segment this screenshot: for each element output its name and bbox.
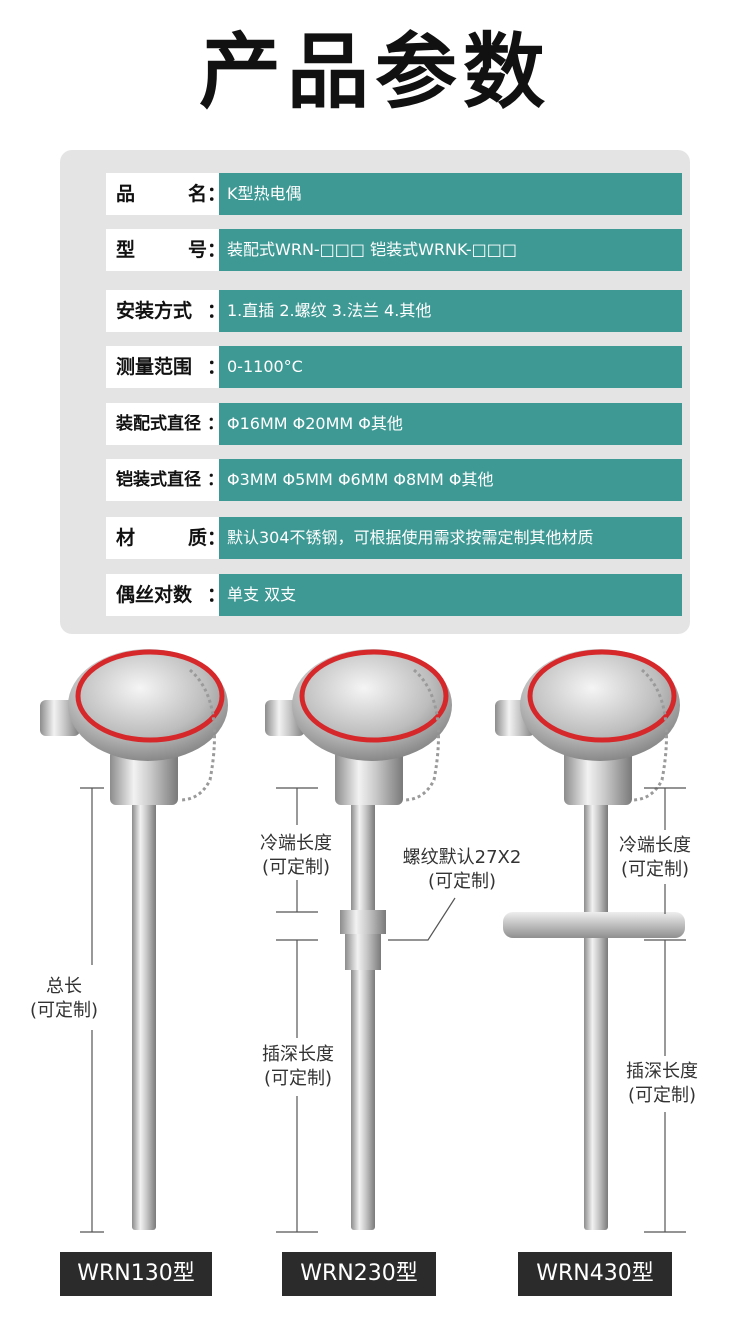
bead-chain <box>631 668 668 802</box>
probe-tube <box>584 790 608 1230</box>
spec-value: 默认304不锈钢，可根据使用需求按需定制其他材质 <box>219 517 682 559</box>
dimension-lines <box>80 787 686 1233</box>
spec-row-armored-diameter: 铠装式直径： Φ3MM Φ5MM Φ6MM Φ8MM Φ其他 <box>106 459 682 501</box>
cold-end-length-label-3: 冷端长度 (可定制) <box>608 834 702 882</box>
thermocouple-wrn430 <box>495 649 685 1230</box>
spec-row-material: 材质： 默认304不锈钢，可根据使用需求按需定制其他材质 <box>106 517 682 559</box>
label-char: 品 <box>116 183 136 205</box>
red-seal-ring <box>527 649 677 743</box>
insertion-depth-label: 插深长度 (可定制) <box>250 1043 346 1091</box>
spec-label: 型号 <box>116 229 207 271</box>
spec-label: 测量范围 <box>116 356 193 378</box>
spec-label: 装配式直径 <box>116 414 201 434</box>
spec-value: 1.直插 2.螺纹 3.法兰 4.其他 <box>219 290 682 332</box>
label-char: 名 <box>187 183 207 205</box>
cold-end-length-label: 冷端长度 (可定制) <box>248 832 344 880</box>
red-seal-ring <box>299 649 449 743</box>
probe-tube <box>351 790 375 1230</box>
spec-row-range: 测量范围： 0-1100°C <box>106 346 682 388</box>
bead-chain <box>179 668 216 802</box>
red-seal-ring <box>75 649 225 743</box>
thread-section <box>345 934 381 970</box>
spec-panel: 品名： K型热电偶 型号： 装配式WRN-□□□ 铠装式WRNK-□□□ 安装方… <box>60 150 690 634</box>
dim-label-text: 冷端长度 <box>260 833 332 854</box>
spec-value: 单支 双支 <box>219 574 682 616</box>
thermocouple-wrn230 <box>265 649 452 1230</box>
thread-default-label: 螺纹默认27X2 (可定制) <box>392 846 532 894</box>
spec-label: 铠装式直径 <box>116 470 201 490</box>
hex-nut <box>340 910 386 934</box>
label-char: 材 <box>116 527 136 549</box>
model-tag-wrn430: WRN430型 <box>518 1252 672 1296</box>
spec-value: 装配式WRN-□□□ 铠装式WRNK-□□□ <box>219 229 682 271</box>
dim-label-note: (可定制) <box>620 859 690 880</box>
spec-value: K型热电偶 <box>219 173 682 215</box>
spec-row-model: 型号： 装配式WRN-□□□ 铠装式WRNK-□□□ <box>106 229 682 271</box>
dim-label-note: (可定制) <box>627 1085 697 1106</box>
thermocouple-wrn130 <box>40 649 228 1230</box>
label-char: 质 <box>187 527 207 549</box>
bead-chain <box>403 668 440 802</box>
insertion-depth-label-3: 插深长度 (可定制) <box>614 1060 710 1108</box>
dim-label-text: 螺纹默认27X2 <box>402 847 522 868</box>
probe-tube <box>132 790 156 1230</box>
spec-row-name: 品名： K型热电偶 <box>106 173 682 215</box>
spec-value: 0-1100°C <box>219 346 682 388</box>
spec-value: Φ3MM Φ5MM Φ6MM Φ8MM Φ其他 <box>219 459 682 501</box>
head-neck <box>335 750 403 805</box>
dim-label-note: (可定制) <box>263 1068 333 1089</box>
dim-label-text: 冷端长度 <box>619 835 691 856</box>
dim-label-text: 插深长度 <box>262 1044 334 1065</box>
label-char: 号 <box>187 239 207 261</box>
model-tag-wrn230: WRN230型 <box>282 1252 436 1296</box>
dim-label-text: 插深长度 <box>626 1061 698 1082</box>
model-tag-wrn130: WRN130型 <box>60 1252 212 1296</box>
spec-label: 材质 <box>116 517 207 559</box>
flange <box>503 912 685 938</box>
spec-row-install: 安装方式： 1.直插 2.螺纹 3.法兰 4.其他 <box>106 290 682 332</box>
spec-row-pairs: 偶丝对数： 单支 双支 <box>106 574 682 616</box>
page-title: 产品参数 <box>198 25 551 120</box>
label-char: 型 <box>116 239 136 261</box>
spec-label: 安装方式 <box>116 300 193 322</box>
spec-label: 品名 <box>116 173 207 215</box>
spec-value: Φ16MM Φ20MM Φ其他 <box>219 403 682 445</box>
dim-label-text: 总长 <box>46 976 82 997</box>
spec-row-assembled-diameter: 装配式直径： Φ16MM Φ20MM Φ其他 <box>106 403 682 445</box>
total-length-label: 总长 (可定制) <box>22 975 106 1023</box>
dim-label-note: (可定制) <box>261 857 331 878</box>
head-neck <box>110 750 178 805</box>
dim-label-note: (可定制) <box>29 1000 99 1021</box>
head-neck <box>564 750 632 805</box>
dim-label-note: (可定制) <box>427 871 497 892</box>
spec-label: 偶丝对数 <box>116 584 193 606</box>
